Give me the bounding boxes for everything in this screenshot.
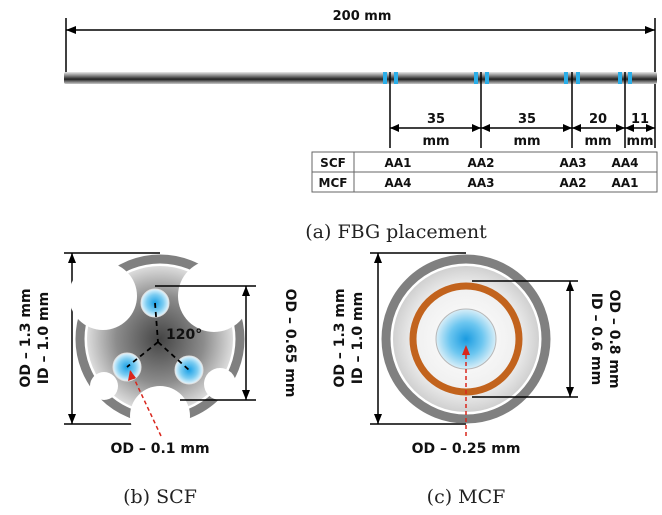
table-cell: AA2	[560, 176, 587, 190]
arrow	[242, 390, 250, 400]
caption-b: (b) SCF	[123, 486, 197, 508]
arrow	[566, 281, 574, 291]
scf-core-pointer	[130, 371, 162, 437]
segment-value: 11	[631, 112, 649, 127]
fbg-marker	[474, 72, 478, 84]
mcf-panel: OD – 1.3 mm ID – 1.0 mm OD – 0.8 mm ID –…	[332, 252, 622, 508]
arrow	[68, 253, 76, 263]
scf-angle-label: 120°	[166, 327, 202, 343]
arrow	[68, 414, 76, 424]
scf-core-label: OD – 0.1 mm	[110, 441, 209, 457]
scf-lobes	[69, 260, 250, 446]
segment-arrow	[572, 124, 581, 132]
angle-line	[157, 341, 190, 371]
arrow	[128, 370, 136, 381]
aa-table: SCF AA1 AA2 AA3 AA4 MCF AA4 AA3 AA2 AA1	[311, 151, 658, 193]
fbg-marker	[564, 72, 568, 84]
mcf-ring-od-label: OD – 0.8 mm	[606, 289, 622, 388]
arrow	[566, 387, 574, 397]
table-cell: AA4	[612, 156, 639, 170]
segment-arrow	[472, 124, 481, 132]
scf-od-label: OD – 1.3 mm	[18, 288, 34, 387]
arrow	[374, 414, 382, 424]
caption-c: (c) MCF	[427, 486, 506, 508]
table-cell: AA2	[468, 156, 495, 170]
mcf-ring-id-label: ID – 0.6 mm	[588, 293, 604, 385]
fbg-marker	[618, 72, 622, 84]
angle-line	[154, 302, 159, 343]
mcf-od-label: OD – 1.3 mm	[332, 288, 348, 387]
fbg-marker	[628, 72, 632, 84]
total-length-arrow-left	[66, 26, 76, 34]
fbg-marker	[394, 72, 398, 84]
arrow	[242, 286, 250, 296]
fbg-marker	[576, 72, 580, 84]
table-cell: AA1	[612, 176, 639, 190]
segment-arrow	[646, 124, 655, 132]
segment-arrow	[390, 124, 399, 132]
mcf-id-label: ID – 1.0 mm	[350, 292, 366, 384]
scf-inner-od-label: OD – 0.65 mm	[282, 289, 298, 398]
table-cell: AA4	[385, 176, 412, 190]
segment-arrow	[625, 124, 634, 132]
fbg-markers	[383, 72, 632, 84]
table-cell: AA3	[560, 156, 587, 170]
fiber-rod	[64, 72, 657, 84]
segment-unit: mm	[626, 134, 653, 149]
fbg-marker	[383, 72, 387, 84]
segment-arrow	[616, 124, 625, 132]
mcf-core-label: OD – 0.25 mm	[412, 441, 521, 457]
segment-value: 35	[427, 112, 445, 127]
fbg-marker	[485, 72, 489, 84]
segment-value: 20	[589, 112, 607, 127]
segment-unit: mm	[513, 134, 540, 149]
table-row-label: SCF	[320, 156, 346, 170]
scf-panel: OD – 1.3 mm ID – 1.0 mm 120° OD	[18, 252, 298, 508]
table-row-label: MCF	[319, 176, 348, 190]
angle-line	[126, 341, 159, 368]
scf-id-label: ID – 1.0 mm	[36, 292, 52, 384]
arrow	[374, 253, 382, 263]
table-cell: AA1	[385, 156, 412, 170]
segment-unit: mm	[584, 134, 611, 149]
total-length-arrow-right	[645, 26, 655, 34]
segment-value: 35	[518, 112, 536, 127]
segment-arrow	[481, 124, 490, 132]
segment-unit: mm	[422, 134, 449, 149]
caption-a: (a) FBG placement	[305, 221, 487, 243]
mcf-core	[435, 308, 497, 370]
total-length-label: 200 mm	[333, 9, 392, 24]
arrow	[462, 345, 470, 355]
segment-arrow	[563, 124, 572, 132]
fbg-placement-panel: 200 mm	[64, 9, 658, 243]
table-cell: AA3	[468, 176, 495, 190]
